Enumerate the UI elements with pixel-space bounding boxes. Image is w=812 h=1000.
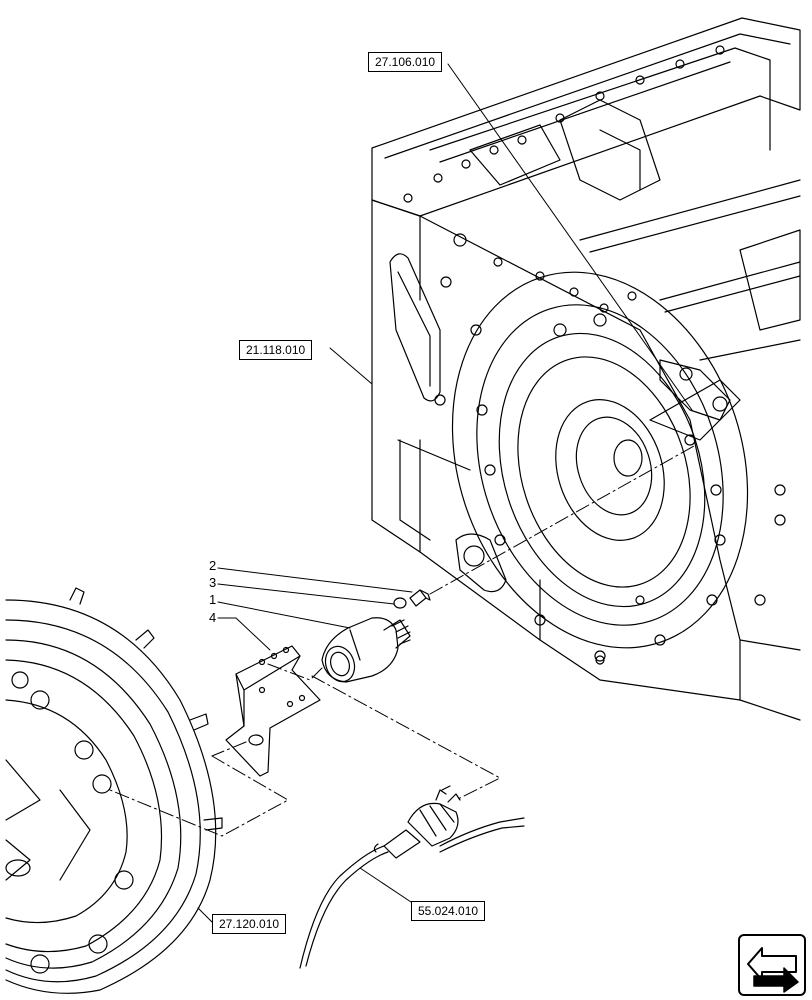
wheel-hub: [5, 587, 223, 994]
item-number-4: 4: [209, 610, 217, 625]
washer: [393, 597, 407, 609]
sensor-bracket: [225, 645, 321, 777]
wheel-studs: [69, 587, 223, 831]
item-number-2: 2: [209, 558, 217, 573]
speed-sensor: [321, 617, 411, 683]
reference-27-120-010[interactable]: 27.120.010: [212, 914, 287, 934]
reference-27-106-010[interactable]: 27.106.010: [368, 52, 443, 72]
leader-lines: [197, 63, 693, 923]
flange-bolt-holes: [403, 45, 786, 665]
reference-55-024-010[interactable]: 55.024.010: [411, 901, 486, 921]
item-number-3: 3: [209, 575, 217, 590]
screw: [409, 589, 431, 607]
reference-21-118-010[interactable]: 21.118.010: [239, 340, 313, 360]
wiring-harness: [299, 785, 525, 969]
transmission-housing: [371, 17, 801, 721]
hub-bolts: [11, 671, 134, 974]
next-page-arrow-icon[interactable]: [738, 934, 806, 996]
item-number-1: 1: [209, 592, 217, 607]
alignment-lines: [109, 445, 695, 837]
